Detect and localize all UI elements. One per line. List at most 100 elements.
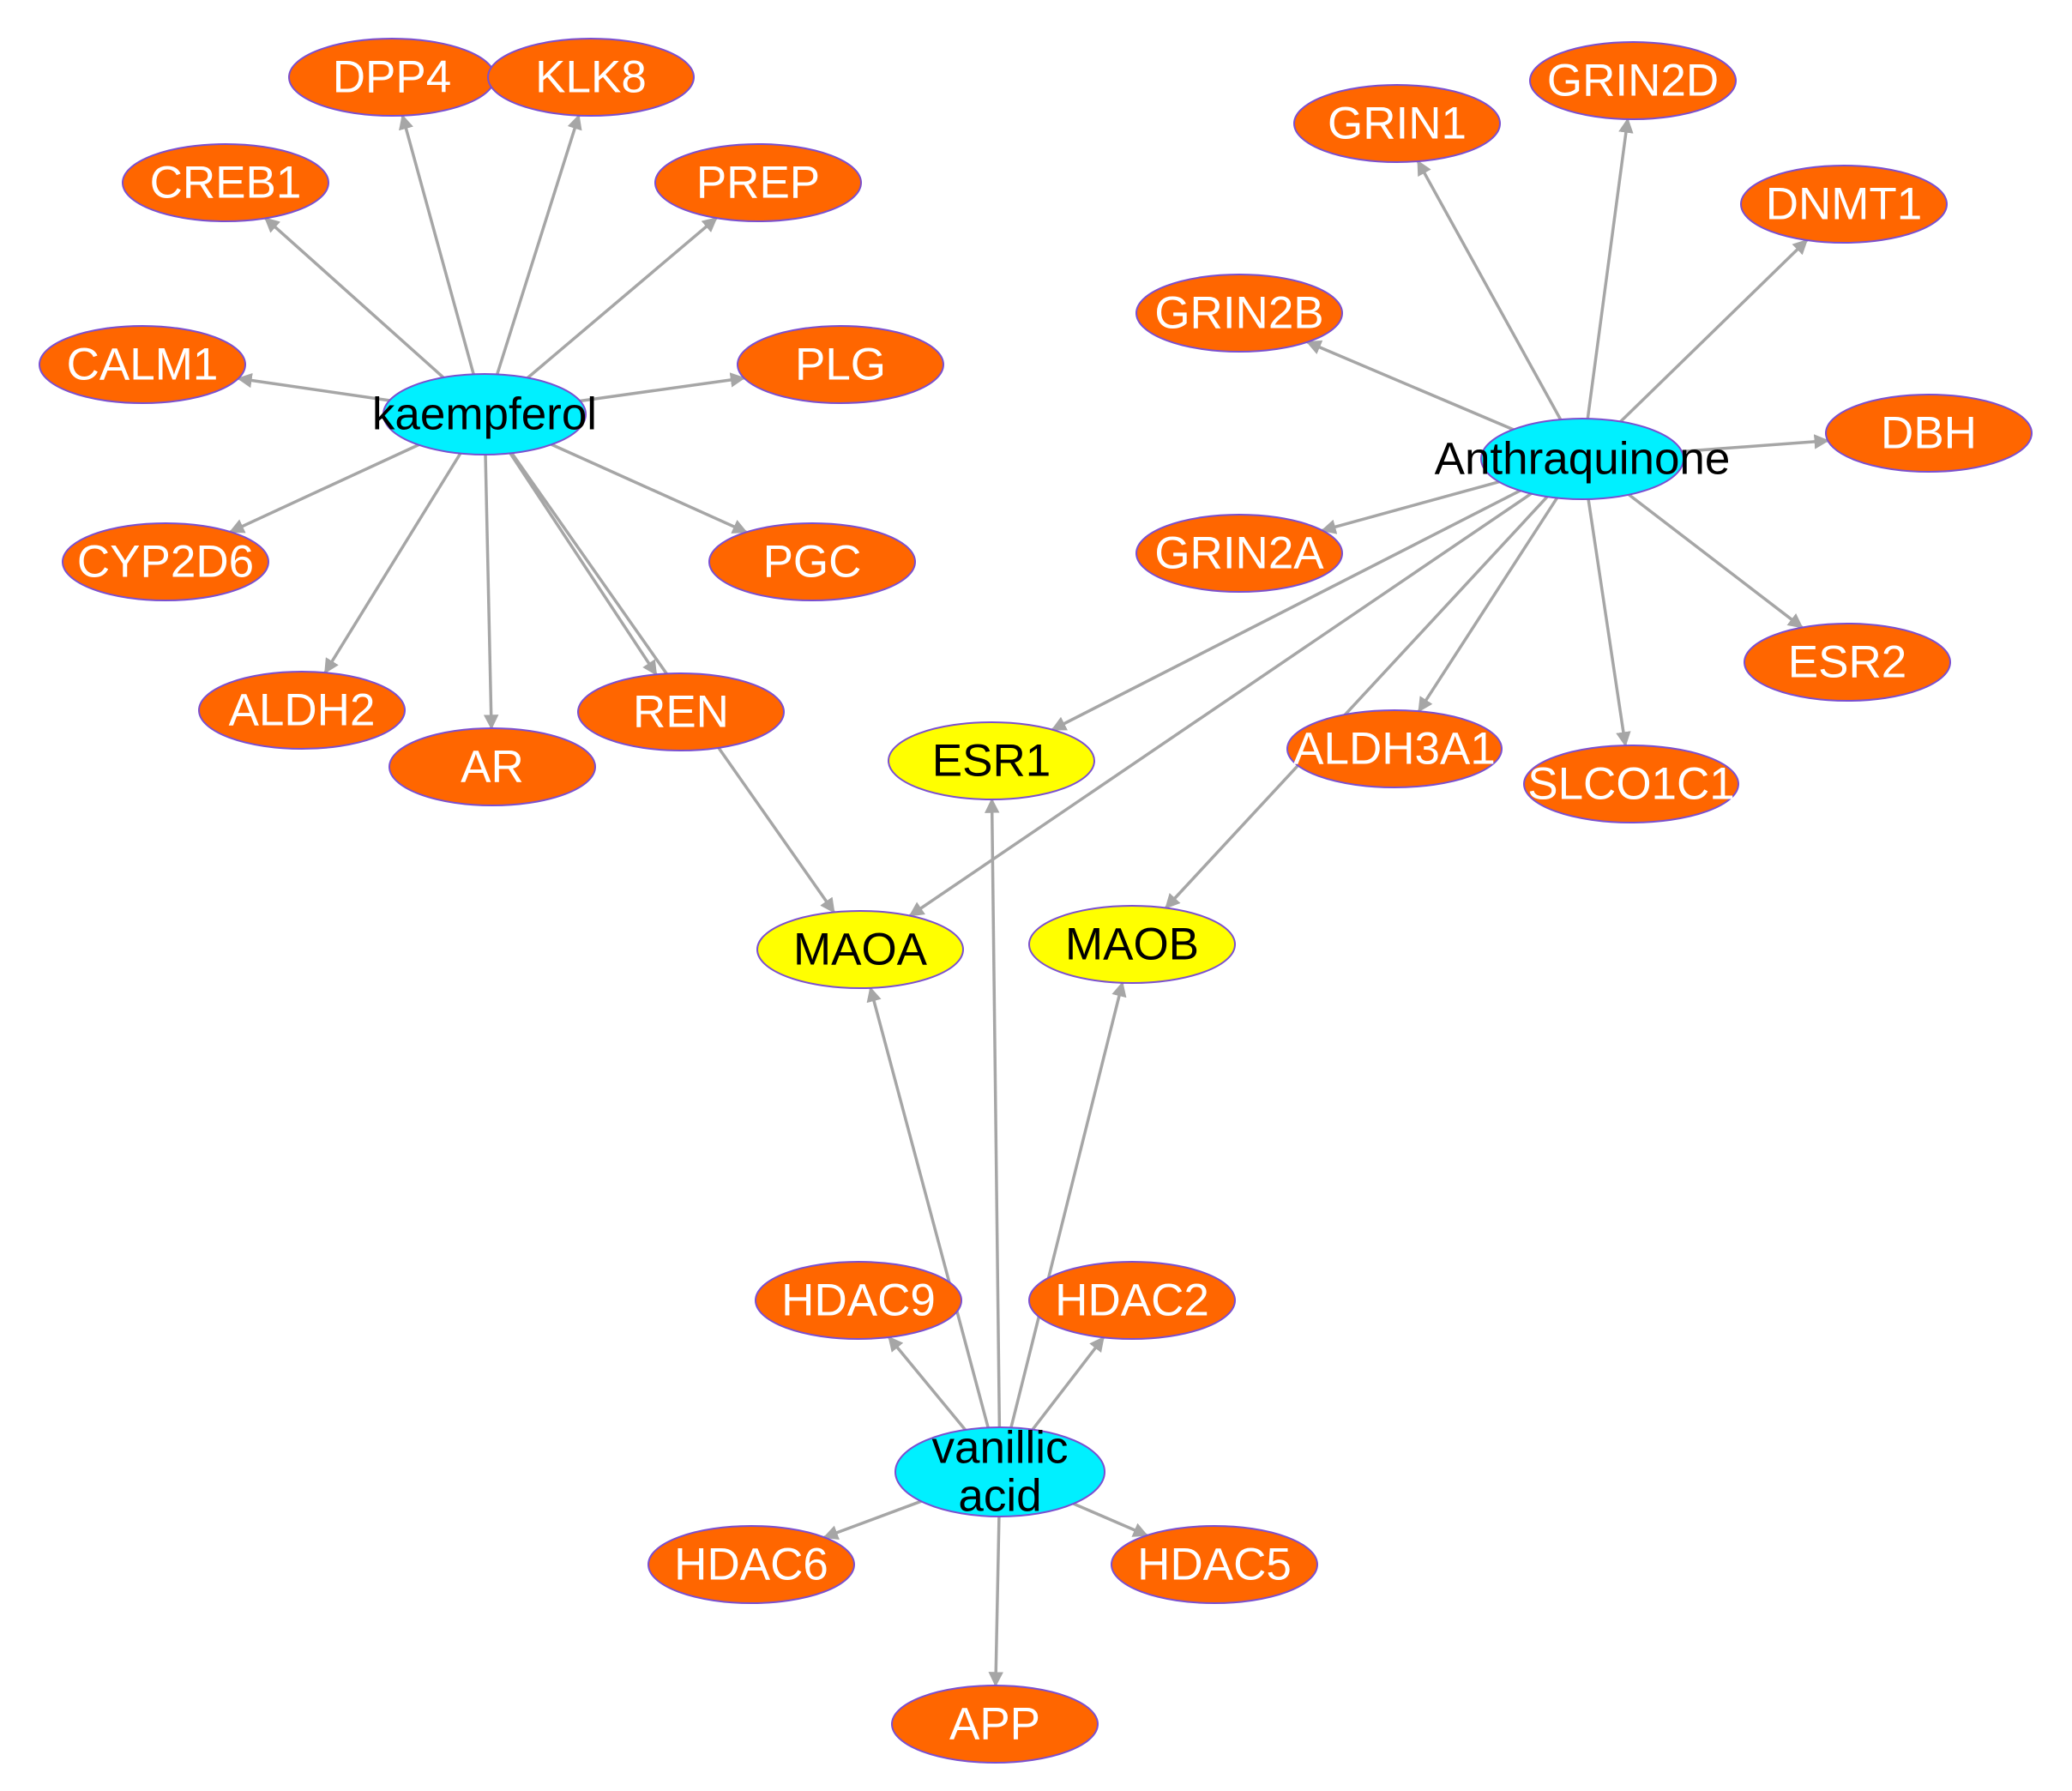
node-label: HDAC2 [1055,1275,1209,1326]
node-label: PGC [763,537,862,588]
node-ellipse [1286,709,1503,788]
node-dnmt1[interactable]: DNMT1 [1740,165,1948,244]
node-label: CYP2D6 [77,537,254,588]
edge-anthraquinone-to-maoa [908,476,1556,918]
node-prep[interactable]: PREP [654,143,862,222]
node-ellipse [756,910,964,989]
node-pgc[interactable]: PGC [708,522,916,601]
node-ellipse [648,1525,855,1604]
node-ellipse [1293,84,1501,163]
node-ellipse [1523,745,1739,823]
node-label: HDAC9 [781,1275,936,1326]
node-label: DNMT1 [1766,179,1923,230]
node-app[interactable]: APP [891,1685,1099,1764]
node-label: GRIN2B [1154,288,1323,339]
node-ren[interactable]: REN [577,672,785,751]
edge-anthraquinone-to-grin2d [1583,118,1634,437]
node-aldh2[interactable]: ALDH2 [198,671,406,750]
edge-kaempferol-to-ren [497,435,658,676]
node-esr2[interactable]: ESR2 [1744,623,1951,702]
edge-anthraquinone-to-grin1 [1416,160,1572,438]
edge-vanillic-acid-to-maoa [866,986,996,1449]
node-ellipse [122,143,329,222]
node-label: HDAC5 [1137,1540,1292,1590]
node-label: GRIN2A [1154,528,1324,579]
node-hdac2[interactable]: HDAC2 [1028,1261,1236,1340]
edge-anthraquinone-to-dnmt1 [1602,238,1809,440]
node-grin1[interactable]: GRIN1 [1293,84,1501,163]
node-label: PLG [795,340,886,390]
node-label: REN [633,687,729,738]
node-ellipse [1480,418,1684,500]
edge-kaempferol-to-cyp2d6 [229,429,449,534]
node-dpp4[interactable]: DPP4 [288,38,496,117]
node-ellipse [737,325,944,404]
node-label: CREB1 [150,158,302,208]
node-ellipse [388,727,596,806]
node-label: ESR2 [1788,637,1906,688]
node-label: ALDH3A1 [1293,724,1496,775]
edge-kaempferol-to-ar [483,436,499,730]
node-anthraquinone[interactable]: Anthraquinone [1435,418,1731,500]
node-hdac6[interactable]: HDAC6 [648,1525,855,1604]
edge-vanillic-acid-to-app [988,1496,1003,1687]
node-creb1[interactable]: CREB1 [122,143,329,222]
node-ellipse [708,522,916,601]
edge-kaempferol-to-prep [507,216,718,395]
node-label: MAOA [793,925,928,975]
node-label: SLCO1C1 [1527,759,1735,810]
node-label: GRIN2D [1547,56,1719,106]
node-ellipse [1740,165,1948,244]
node-ellipse [1529,41,1737,120]
edge-anthraquinone-to-grin2b [1305,340,1545,444]
node-label: Anthraquinone [1435,434,1731,485]
node-ellipse [577,672,785,751]
edge-kaempferol-to-creb1 [264,217,463,395]
node-ellipse [198,671,406,750]
node-klk8[interactable]: KLK8 [487,38,695,117]
edge-anthraquinone-to-slco1c1 [1584,480,1631,747]
edge-kaempferol-to-aldh2 [323,435,473,674]
edge-kaempferol-to-klk8 [490,114,582,393]
node-maoa[interactable]: MAOA [756,910,964,989]
node-ellipse [894,1426,1105,1517]
node-ellipse [888,721,1095,800]
node-label: ESR1 [932,736,1051,787]
node-ellipse [382,373,587,455]
edge-anthraquinone-to-maob [1165,479,1564,909]
node-label: ALDH2 [229,685,376,736]
node-calm1[interactable]: CALM1 [39,325,246,404]
node-label: DBH [1881,408,1977,459]
node-ellipse [1028,1261,1236,1340]
node-label: acid [958,1471,1041,1522]
node-ar[interactable]: AR [388,727,596,806]
node-ellipse [654,143,862,222]
node-label: CALM1 [67,340,219,390]
node-maob[interactable]: MAOB [1028,905,1236,984]
node-grin2a[interactable]: GRIN2A [1135,514,1343,593]
node-cyp2d6[interactable]: CYP2D6 [62,522,269,601]
node-grin2b[interactable]: GRIN2B [1135,274,1343,353]
node-plg[interactable]: PLG [737,325,944,404]
node-label: APP [949,1699,1040,1750]
node-grin2d[interactable]: GRIN2D [1529,41,1737,120]
node-label: AR [461,742,524,793]
node-label: MAOB [1065,920,1199,970]
edge-anthraquinone-to-esr2 [1606,477,1804,629]
node-hdac9[interactable]: HDAC9 [755,1261,962,1340]
node-esr1[interactable]: ESR1 [888,721,1095,800]
node-ellipse [1111,1525,1318,1604]
node-ellipse [39,325,246,404]
node-slco1c1[interactable]: SLCO1C1 [1523,745,1739,823]
node-ellipse [1135,514,1343,593]
node-hdac5[interactable]: HDAC5 [1111,1525,1318,1604]
node-aldh3a1[interactable]: ALDH3A1 [1286,709,1503,788]
node-kaempferol[interactable]: kaempferol [372,373,597,455]
node-label: GRIN1 [1328,99,1467,149]
node-ellipse [891,1685,1099,1764]
edge-kaempferol-to-dpp4 [399,114,480,393]
node-dbh[interactable]: DBH [1825,394,2033,473]
